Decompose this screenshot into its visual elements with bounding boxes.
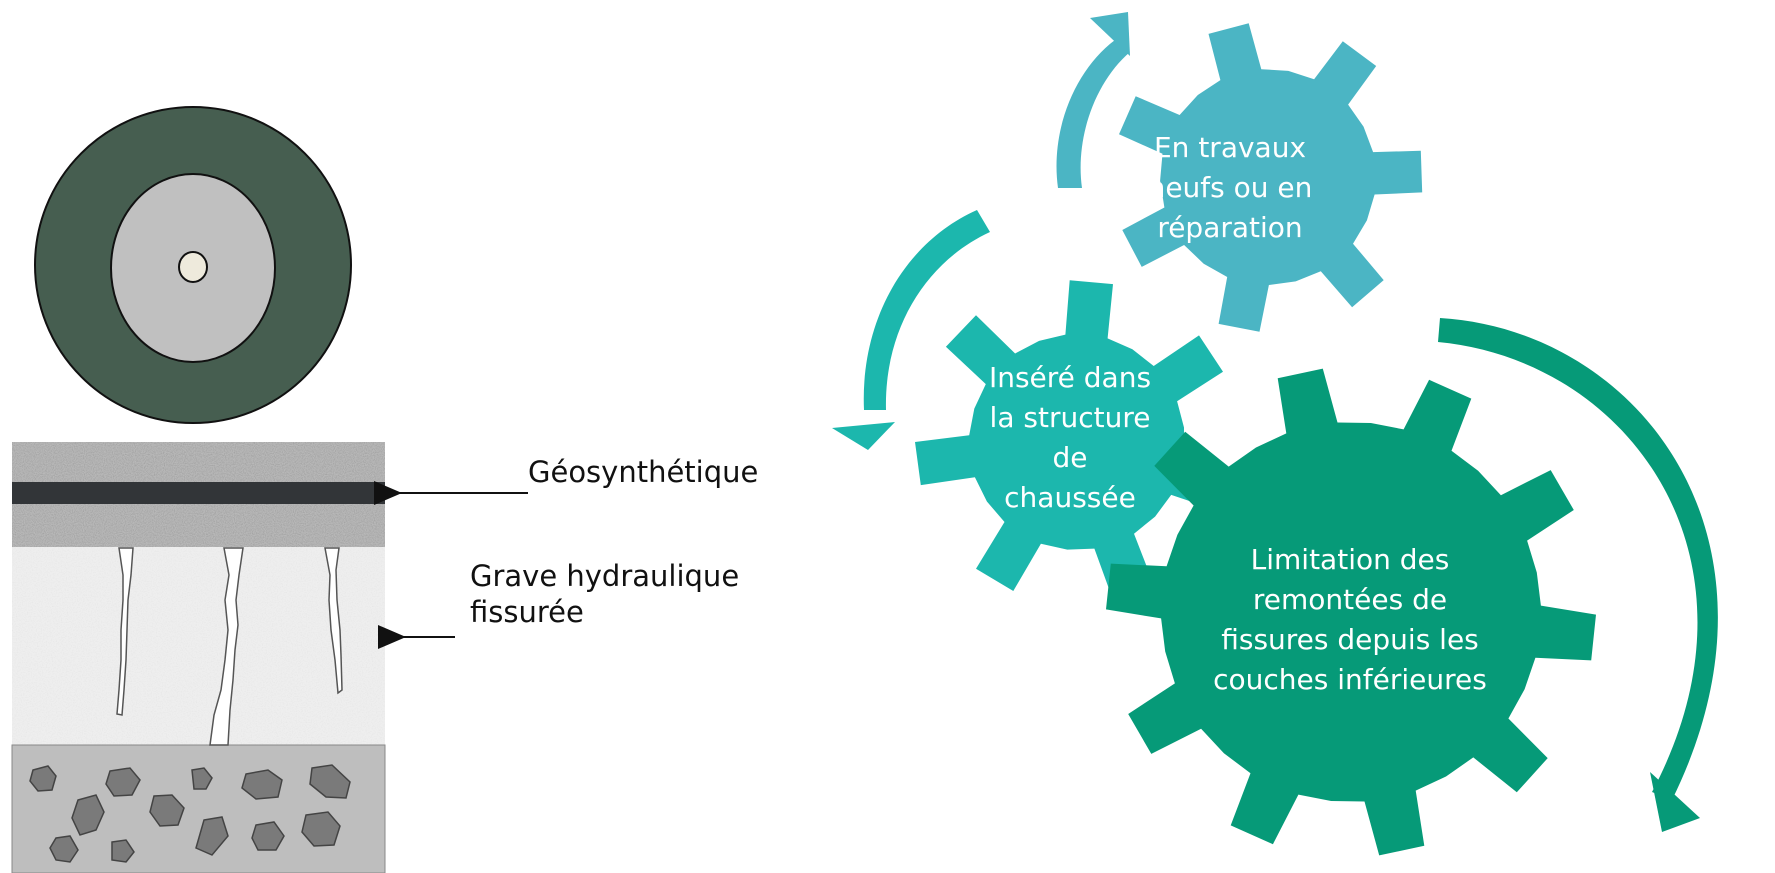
arrow-teal	[832, 210, 990, 450]
tire	[34, 106, 352, 424]
grave-layer	[11, 546, 386, 746]
stone	[241, 769, 283, 800]
gear-text-line: chaussée	[1004, 481, 1136, 514]
crack-2	[209, 547, 244, 746]
gear-text-line: Limitation des	[1250, 543, 1450, 576]
gear-blue	[1119, 23, 1423, 332]
tire-hub	[178, 251, 208, 283]
stone	[301, 811, 341, 847]
gear-green	[1106, 368, 1596, 856]
stone	[195, 816, 229, 856]
stone	[105, 767, 141, 797]
gear-teal-text: Inséré dans la structure de chaussée	[955, 358, 1185, 518]
stone	[111, 839, 135, 863]
gear-teal	[915, 280, 1237, 600]
pavement-structure	[11, 441, 386, 873]
gear-text-line: la structure	[989, 401, 1151, 434]
geosynthetic-band	[12, 482, 385, 504]
stone	[191, 767, 213, 790]
gear-text-line: En travaux	[1153, 131, 1307, 164]
gear-blue-text: En travaux neufs ou en réparation	[1110, 128, 1350, 248]
stone	[71, 794, 105, 836]
arrow-blue	[1056, 12, 1130, 188]
label-grave-line: Grave hydraulique	[470, 559, 740, 593]
stone	[29, 765, 57, 792]
gear-green-text: Limitation des remontées de fissures dep…	[1180, 540, 1520, 700]
crack-1	[116, 547, 134, 716]
gear-text-line: remontées de	[1252, 583, 1448, 616]
gear-text-line: de	[1052, 441, 1088, 474]
stone	[309, 764, 351, 799]
stone	[251, 821, 285, 851]
stone	[149, 794, 185, 827]
stone	[49, 835, 79, 863]
arrow-green	[1438, 318, 1718, 832]
crack-3	[324, 547, 343, 695]
gear-text-line: couches inférieures	[1213, 663, 1487, 696]
gear-text-line: Inséré dans	[988, 361, 1152, 394]
label-geosynthetique: Géosynthétique	[528, 455, 759, 489]
stones	[29, 764, 351, 863]
gear-text-line: réparation	[1157, 211, 1303, 244]
gear-text-line: neufs ou en	[1147, 171, 1313, 204]
label-grave-hydraulique: Grave hydraulique fissurée	[470, 558, 739, 630]
gear-text-line: fissures depuis les	[1221, 623, 1479, 656]
label-grave-line: fissurée	[470, 595, 584, 629]
